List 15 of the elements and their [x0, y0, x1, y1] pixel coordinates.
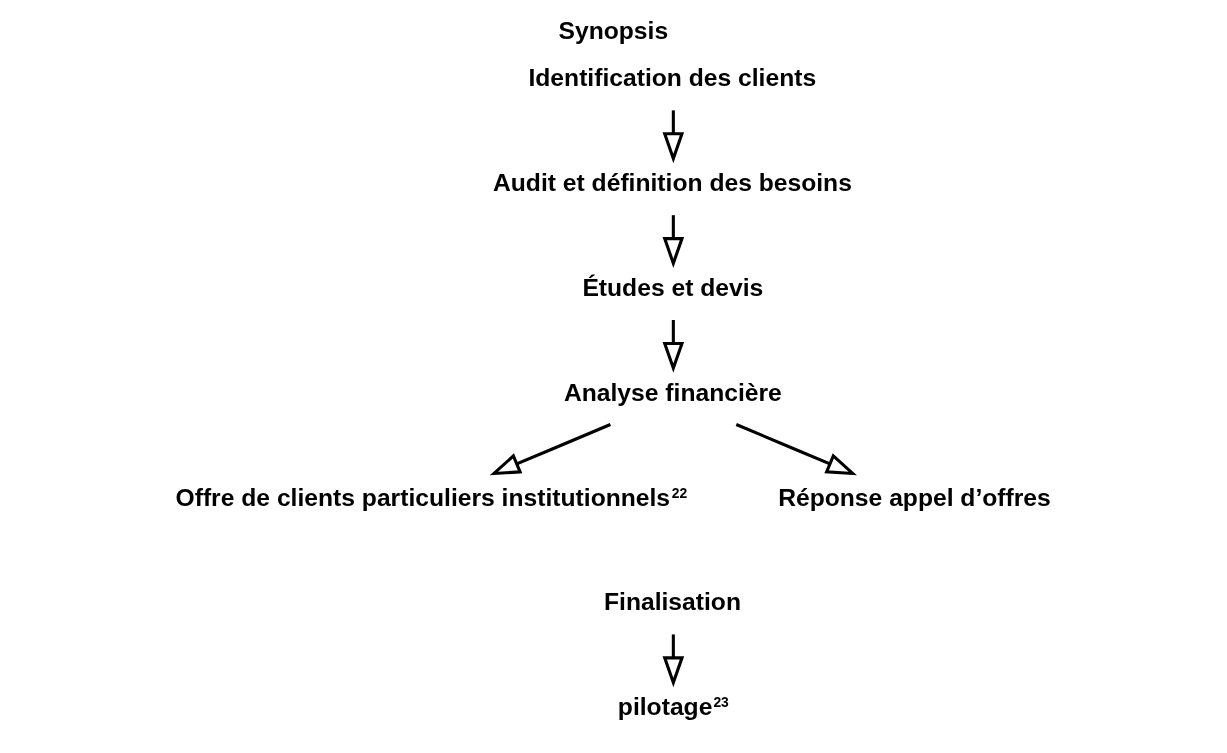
arrow	[662, 320, 684, 373]
node-text: pilotage$^{23}$	[617, 693, 729, 721]
arrow	[662, 634, 684, 688]
node-text: Audit et définition des besoins	[492, 169, 852, 197]
arrow	[662, 110, 684, 164]
node-text: Analyse financière	[563, 378, 782, 406]
node-text: Finalisation	[603, 588, 741, 616]
node-text: Offre de clients particuliers institutionnels$^{22}$	[175, 483, 687, 511]
node-text: Réponse appel d’offres	[777, 483, 1051, 511]
node-text: Études et devis	[581, 274, 763, 302]
arrow	[489, 423, 611, 476]
node-text: Identification des clients	[527, 64, 816, 92]
diagram-title: Synopsis	[558, 16, 668, 44]
arrow	[662, 215, 684, 268]
arrow	[735, 423, 857, 476]
